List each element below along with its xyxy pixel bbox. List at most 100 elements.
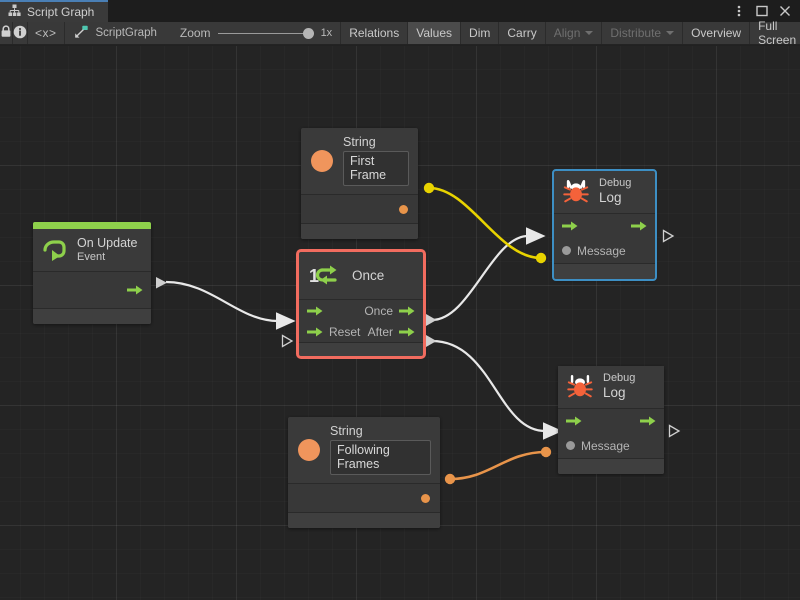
port-out-flow-once[interactable]: Once [364,304,415,318]
distribute-label: Distribute [610,26,662,40]
node-debug-log-top[interactable]: Debug Log [552,169,657,281]
window-controls [733,0,800,22]
port-row-flow[interactable] [558,409,664,433]
info-button[interactable] [13,22,28,44]
zoom-slider[interactable] [217,27,314,39]
relations-button[interactable]: Relations [341,22,409,44]
port-in-flow-enter[interactable] [307,305,323,317]
debug-log-bottom-out-connector[interactable] [668,424,681,438]
flow-arrow-icon [631,221,647,231]
wire-string-following-to-message [449,450,547,481]
node-title: Once [352,267,385,283]
flow-arrow-icon [307,306,323,315]
lock-button[interactable] [0,22,13,44]
wire-string-first-to-message [428,186,542,260]
align-label: Align [553,26,581,40]
flow-arrow-icon [640,416,656,426]
port-row-message[interactable]: Message [554,238,655,263]
port-in-value-dot[interactable] [562,246,571,255]
port-out-flow[interactable] [640,415,656,427]
graph-hierarchy-icon [8,4,21,20]
string-value-input[interactable]: Following Frames [330,440,431,475]
graph-name-label: ScriptGraph [95,27,157,39]
full-screen-button[interactable]: Full Screen [750,19,800,47]
string-value-input[interactable]: First Frame [343,151,409,186]
port-in-flow[interactable] [562,220,578,232]
port-row-string-out[interactable] [288,484,440,512]
node-title: Log [599,190,622,205]
code-view-button[interactable]: <x> [28,22,65,44]
zoom-value: 1x [320,27,333,39]
node-footer [288,513,440,528]
port-out-value-dot[interactable] [421,493,430,503]
zoom-slider-knob[interactable] [302,27,314,39]
port-in-value-dot[interactable] [566,441,575,450]
string-orange-circle-icon [311,149,333,172]
node-header: String First Frame [301,128,418,195]
graph-toolbar: <x> ScriptGraph Zoom 1x Relations Values… [0,19,800,47]
scriptgraph-icon [74,25,89,42]
chevron-down-icon [585,31,594,35]
node-title-block: Debug Log [599,177,631,206]
node-header: On Update Event [33,229,151,272]
node-string-first-frame[interactable]: String First Frame [301,128,418,239]
port-out-flow-after[interactable]: After [368,325,415,339]
align-dropdown[interactable]: Align [546,22,603,44]
distribute-dropdown[interactable]: Distribute [602,22,684,44]
on-update-out-connector[interactable] [155,276,169,290]
chevron-down-icon [666,31,675,35]
carry-button[interactable]: Carry [499,22,546,44]
port-row-string-out[interactable] [301,195,418,223]
port-out-flow[interactable] [631,220,647,232]
port-in-flow-reset[interactable]: Reset [307,325,360,339]
node-once[interactable]: 1 Once [296,249,426,359]
close-icon[interactable] [779,5,791,17]
port-label-reset: Reset [329,324,361,339]
node-title: Log [603,385,626,400]
flow-arrow-icon [399,327,415,336]
zoom-control[interactable]: Zoom 1x [173,22,342,44]
once-reset-in-connector[interactable] [281,334,294,348]
more-options-icon[interactable] [733,5,745,17]
title-bar: Script Graph [0,0,800,22]
port-row-reset-after[interactable]: Reset After [299,321,423,342]
node-body: Once Reset After [299,300,423,343]
node-subtitle: Event [77,251,106,263]
port-in-message[interactable]: Message [562,244,626,258]
string-orange-circle-icon [298,438,320,461]
after-out-connector[interactable] [425,334,438,348]
node-string-following-frames[interactable]: String Following Frames [288,417,440,528]
port-in-message[interactable]: Message [566,439,630,453]
node-footer [301,224,418,239]
node-on-update[interactable]: On Update Event [33,222,151,324]
port-row-trigger-out[interactable] [33,272,151,308]
values-button[interactable]: Values [408,22,462,44]
tab-script-graph[interactable]: Script Graph [0,0,109,22]
node-body: Message [554,214,655,264]
port-label-message: Message [581,438,630,453]
node-accent-bar [33,222,151,229]
node-body: Message [558,409,664,459]
tab-label: Script Graph [27,4,95,19]
flow-arrow-icon [562,221,578,231]
debug-log-top-out-connector[interactable] [662,229,675,243]
flow-arrow-icon [307,327,323,336]
wire-endpoint-dot [423,182,435,194]
port-in-flow[interactable] [566,415,582,427]
overview-button[interactable]: Overview [683,22,751,44]
node-footer [558,459,664,474]
port-row-message[interactable]: Message [558,433,664,458]
node-header: String Following Frames [288,417,440,484]
zoom-slider-track [217,32,314,34]
graph-canvas[interactable]: On Update Event [0,46,800,600]
port-row-flow[interactable] [554,214,655,238]
once-out-connector[interactable] [425,313,438,327]
port-out-value-dot[interactable] [399,204,408,214]
wire-endpoint-dot [540,446,552,458]
maximize-icon[interactable] [756,5,768,17]
dim-button[interactable]: Dim [461,22,500,44]
port-out-flow[interactable] [127,284,143,296]
graph-name-field[interactable]: ScriptGraph [65,22,173,44]
port-row-enter-once[interactable]: Once [299,300,423,321]
node-debug-log-bottom[interactable]: Debug Log [558,366,664,474]
